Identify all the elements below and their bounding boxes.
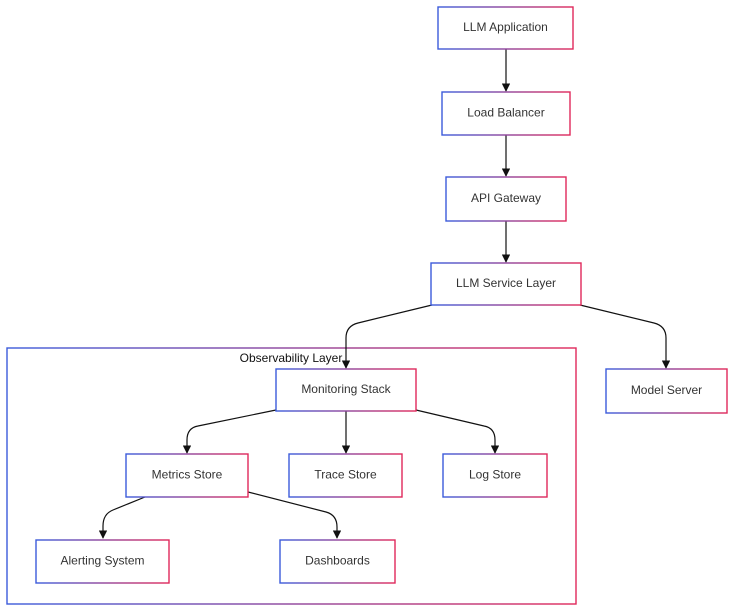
node-alerting-system[interactable]: Alerting System: [35, 539, 170, 584]
edge-monitoring-stack-to-metrics-store: [182, 409, 277, 454]
edge-llm-service-layer-to-monitoring-stack: [341, 304, 433, 369]
node-llm-service-layer-label: LLM Service Layer: [456, 276, 556, 290]
node-trace-store-label: Trace Store: [314, 468, 377, 482]
node-api-gateway[interactable]: API Gateway: [445, 176, 567, 222]
node-monitoring-stack-label: Monitoring Stack: [301, 382, 391, 396]
node-model-server[interactable]: Model Server: [605, 368, 728, 414]
node-metrics-store-label: Metrics Store: [152, 468, 223, 482]
node-model-server-label: Model Server: [631, 383, 702, 397]
observability-layer-label: Observability Layer: [240, 351, 343, 365]
node-load-balancer-label: Load Balancer: [467, 106, 544, 120]
edges: [98, 49, 671, 539]
edge-metrics-store-to-dashboards: [247, 491, 342, 539]
edge-metrics-store-to-alerting-system: [98, 496, 146, 539]
node-load-balancer[interactable]: Load Balancer: [441, 91, 571, 136]
node-metrics-store[interactable]: Metrics Store: [125, 453, 249, 498]
node-log-store-label: Log Store: [469, 468, 521, 482]
node-trace-store[interactable]: Trace Store: [288, 453, 403, 498]
node-llm-application-label: LLM Application: [463, 20, 548, 34]
node-dashboards-label: Dashboards: [305, 554, 370, 568]
node-api-gateway-label: API Gateway: [471, 191, 541, 205]
node-log-store[interactable]: Log Store: [442, 453, 548, 498]
edge-llm-service-layer-to-model-server: [579, 304, 671, 369]
node-dashboards[interactable]: Dashboards: [279, 539, 396, 584]
node-llm-service-layer[interactable]: LLM Service Layer: [430, 262, 582, 306]
edge-monitoring-stack-to-log-store: [415, 409, 500, 454]
node-alerting-system-label: Alerting System: [60, 554, 144, 568]
node-monitoring-stack[interactable]: Monitoring Stack: [275, 368, 417, 412]
node-llm-application[interactable]: LLM Application: [437, 6, 574, 50]
